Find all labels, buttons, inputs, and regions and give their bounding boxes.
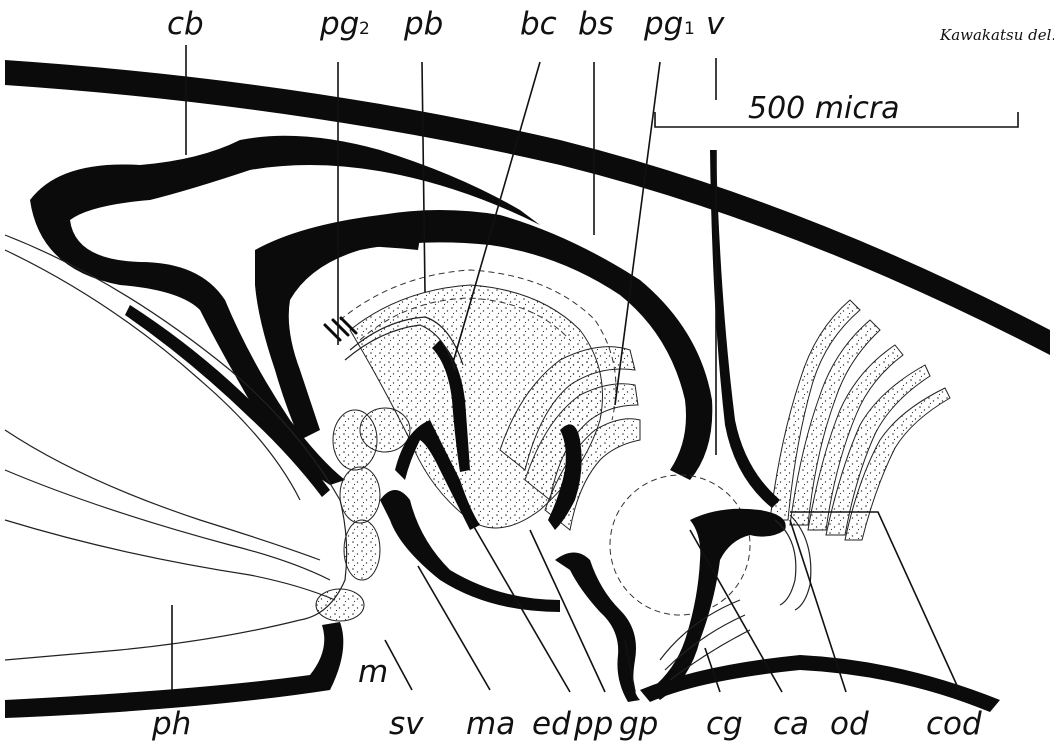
label-sv: sv — [389, 706, 424, 742]
label-pb: pb — [403, 6, 443, 42]
label-ed: ed — [532, 706, 571, 742]
label-pg1-subscript: 1 — [684, 19, 695, 39]
label-gp: gp — [619, 706, 658, 742]
label-bc: bc — [520, 6, 557, 42]
label-ca: ca — [773, 706, 809, 742]
prostatic-gland-2-strokes — [325, 318, 356, 340]
pharynx-line-2 — [5, 430, 320, 560]
label-pg1: pg — [643, 6, 683, 42]
label-cb: cb — [167, 6, 204, 42]
label-cg: cg — [706, 706, 743, 742]
label-cod: cod — [926, 706, 982, 742]
artist-signature: Kawakatsu del. — [939, 26, 1054, 44]
genital-pore-wall — [555, 553, 640, 703]
ventral-body-wall — [5, 622, 343, 718]
label-pg2: pg — [319, 6, 359, 42]
label-m: m — [358, 654, 388, 690]
label-od: od — [830, 706, 869, 742]
right-gland-cells — [770, 300, 950, 540]
scale-bar-label: 500 micra — [748, 91, 900, 126]
scale-bar: 500 micra — [655, 91, 1018, 127]
label-v: v — [706, 6, 725, 42]
pharynx-line-3 — [5, 470, 330, 580]
label-pp: pp — [573, 706, 613, 742]
label-ma: ma — [466, 706, 515, 742]
pharynx-line-4 — [5, 520, 335, 600]
label-bs: bs — [578, 6, 614, 42]
label-ph: ph — [151, 706, 191, 742]
label-pg2-subscript: 2 — [359, 19, 370, 39]
